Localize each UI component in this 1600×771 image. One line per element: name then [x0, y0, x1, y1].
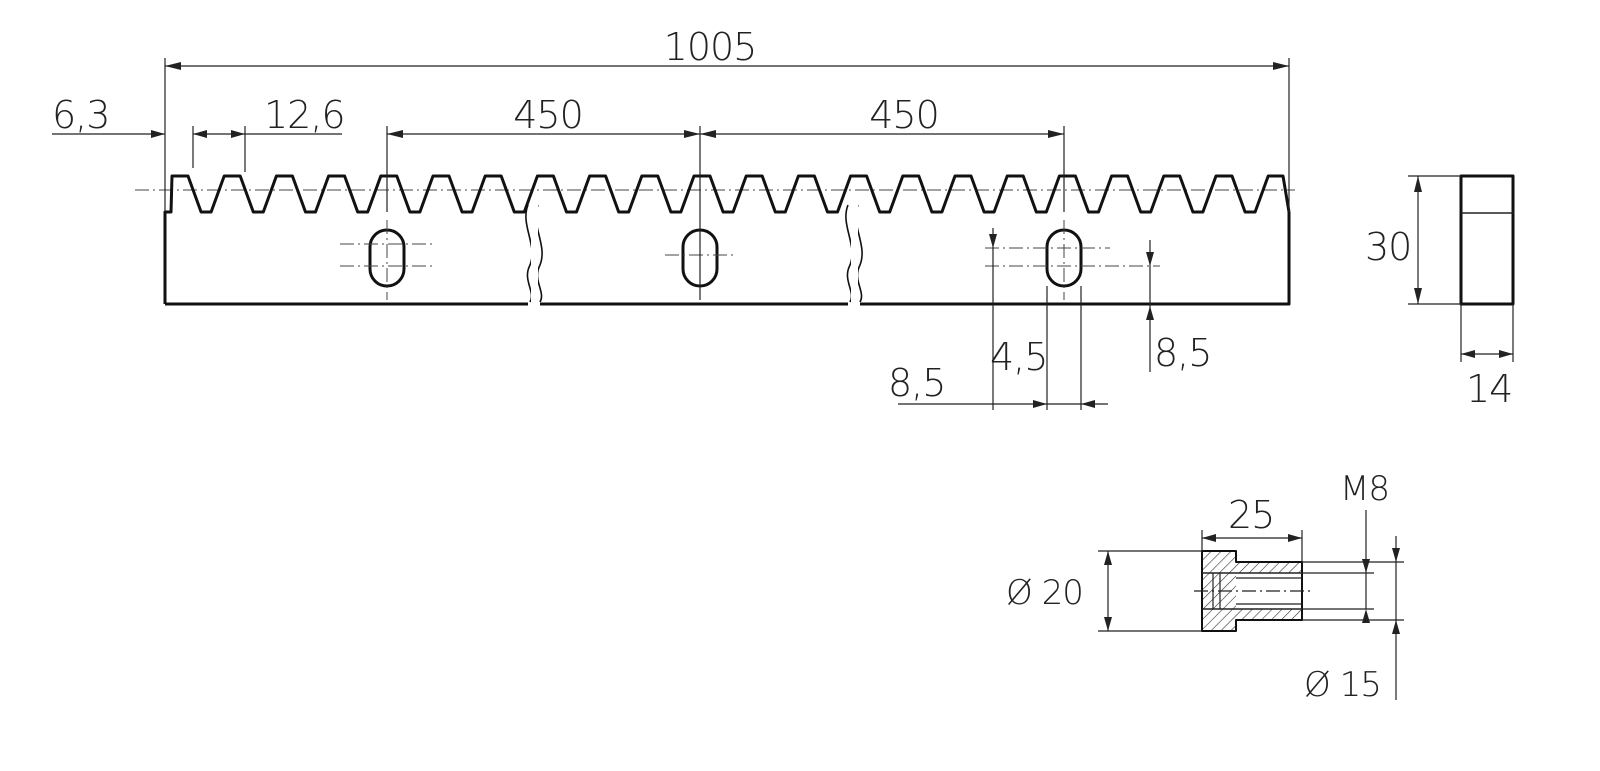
- dim-height: 30: [1365, 225, 1411, 269]
- rack-front-view: [135, 174, 1295, 306]
- mounting-slot-1: [340, 220, 434, 300]
- dim-end-offset: 6,3: [52, 93, 109, 137]
- dim-overall-length: 1005: [664, 25, 757, 69]
- rack-dimensions: 1005 6,3 12,6 450 450 8,5 4,5: [52, 25, 1290, 410]
- dim-hole-spacing-1: 450: [513, 93, 583, 137]
- dim-inner-diameter: Ø 15: [1304, 665, 1381, 705]
- spacer-section-view: 25 Ø 20 M8 Ø 15: [1006, 469, 1404, 705]
- mounting-slot-3: [985, 220, 1160, 300]
- rack-side-view: 30 14: [1365, 174, 1515, 411]
- break-gap-2: [851, 200, 858, 306]
- rack-outline: [163, 174, 1291, 306]
- break-gap-1: [531, 200, 538, 306]
- dim-outer-diameter: Ø 20: [1006, 573, 1083, 613]
- dim-thread: M8: [1340, 469, 1389, 509]
- break-line-3: [845, 204, 853, 303]
- dim-slot-length: 8,5: [888, 361, 945, 405]
- dim-thickness: 14: [1466, 367, 1512, 411]
- dim-slot-offset: 4,5: [990, 335, 1047, 379]
- dim-slot-width: 8,5: [1154, 331, 1211, 375]
- dim-spacer-length: 25: [1228, 493, 1274, 537]
- dim-hole-spacing-2: 450: [869, 93, 939, 137]
- break-line-1: [525, 204, 533, 303]
- dim-tooth-pitch: 12,6: [264, 93, 345, 137]
